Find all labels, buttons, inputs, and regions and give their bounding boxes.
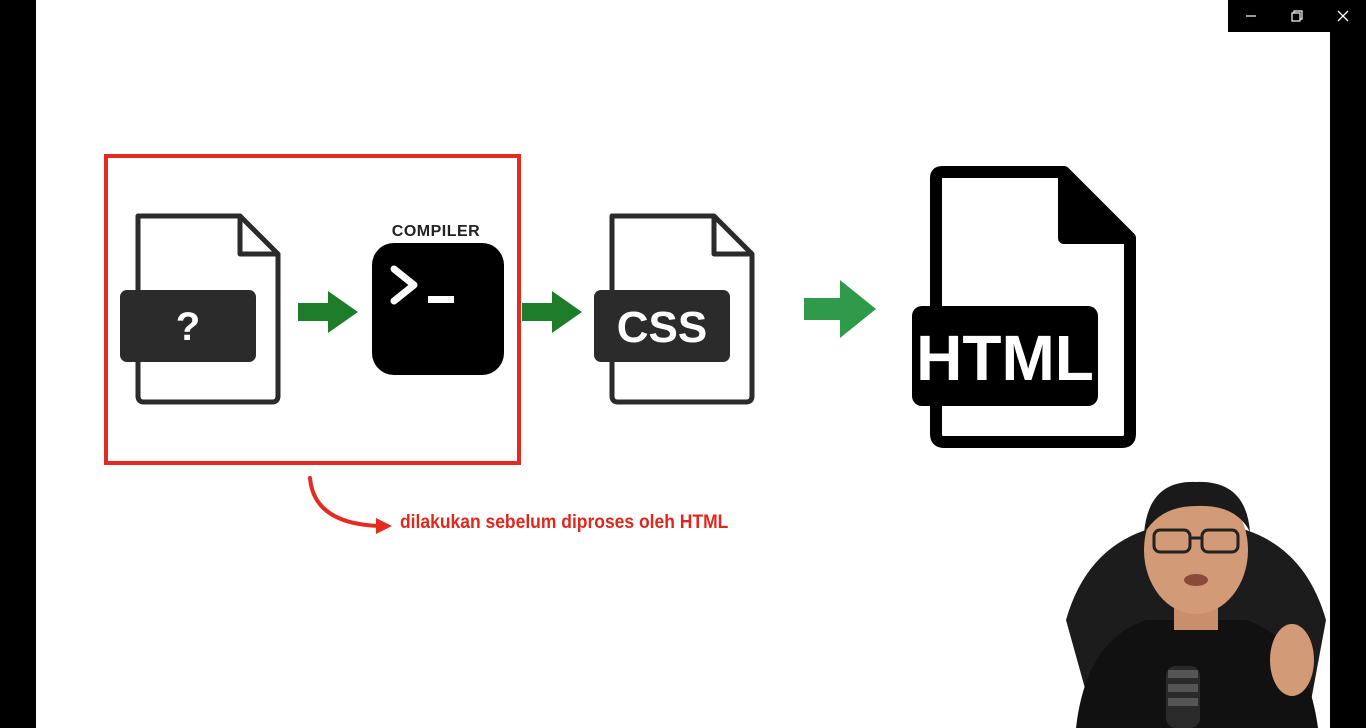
compiler-label: COMPILER bbox=[391, 223, 481, 240]
arrow-right-icon bbox=[804, 280, 876, 338]
video-frame: ? COMPILER CSS HTML dilakukan se bbox=[36, 0, 1330, 728]
terminal-icon bbox=[372, 243, 504, 375]
presenter-video bbox=[1066, 481, 1326, 728]
highlight-box bbox=[104, 154, 521, 465]
arrow-right-icon bbox=[522, 291, 582, 333]
close-icon bbox=[1337, 10, 1349, 22]
curved-arrow-icon bbox=[308, 476, 392, 534]
unknown-file-icon: ? bbox=[120, 213, 281, 405]
html-file-icon: HTML bbox=[912, 166, 1136, 448]
html-file-badge: HTML bbox=[916, 322, 1094, 394]
arrow-right-icon bbox=[298, 291, 358, 333]
window-controls bbox=[1228, 0, 1366, 32]
css-file-badge: CSS bbox=[617, 303, 707, 352]
restore-icon bbox=[1291, 10, 1303, 22]
unknown-file-badge: ? bbox=[176, 305, 200, 349]
caption-text: dilakukan sebelum diproses oleh HTML bbox=[400, 512, 729, 533]
restore-button[interactable] bbox=[1277, 0, 1317, 32]
close-button[interactable] bbox=[1323, 0, 1363, 32]
css-file-icon: CSS bbox=[594, 213, 755, 405]
minimize-icon bbox=[1246, 15, 1256, 17]
minimize-button[interactable] bbox=[1231, 0, 1271, 32]
